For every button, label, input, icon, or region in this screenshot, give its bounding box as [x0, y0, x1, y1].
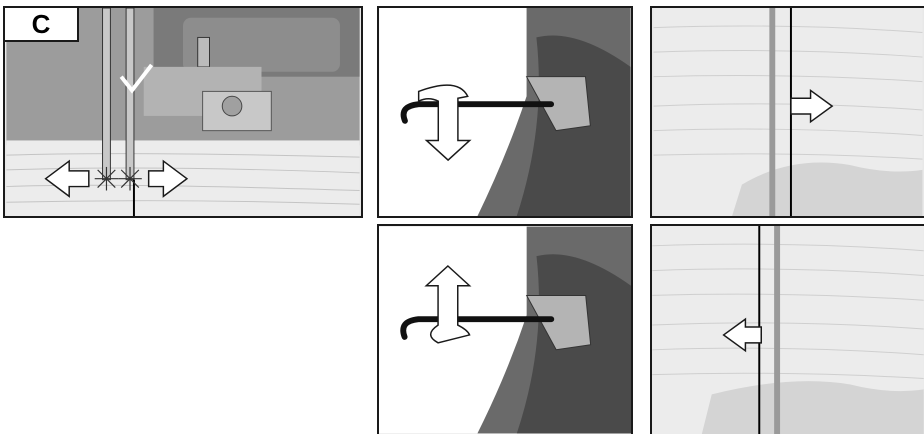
- hex-key-adjust-panel-1: [377, 6, 633, 218]
- line-shift-right-panel: [650, 6, 924, 218]
- laser-beam-right: [126, 8, 134, 180]
- hex-key-adjust-panel-2: [377, 224, 633, 434]
- step-label: C: [5, 8, 79, 42]
- laser-beam-left: [103, 8, 111, 180]
- laser-alignment-panel: C: [3, 6, 363, 218]
- line-shift-left-panel: [650, 224, 924, 434]
- laser-line: [769, 8, 775, 216]
- laser-line: [774, 226, 780, 434]
